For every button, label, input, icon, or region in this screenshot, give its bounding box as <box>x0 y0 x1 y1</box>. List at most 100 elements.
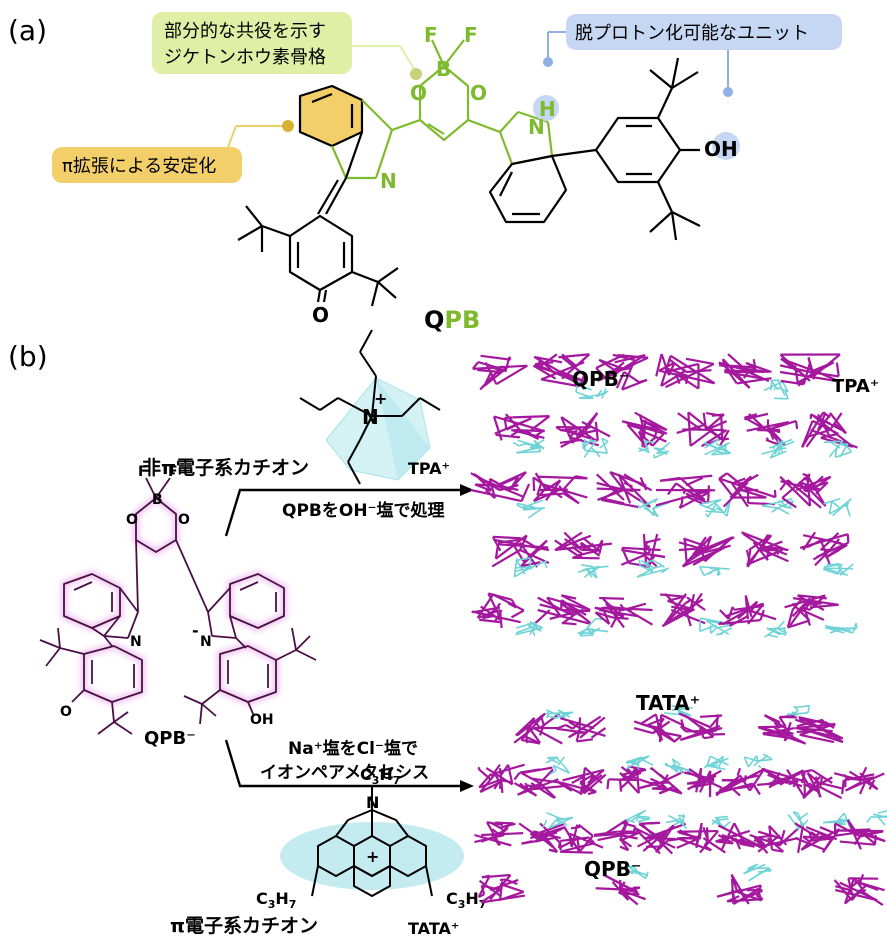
qpb-anion-structure: F F B O O N N - O OH QPB⁻ <box>39 464 317 749</box>
tpa-cation-stick <box>824 622 858 634</box>
anion-atom-N-right: N <box>200 634 212 650</box>
callout-conjugation-line1: 部分的な共役を示す <box>164 21 326 42</box>
atom-O-quinone: O <box>312 303 329 327</box>
qpb-anion-stick <box>595 353 649 391</box>
tpa-cation-stick <box>516 499 545 519</box>
qpb-anion-stick <box>833 766 885 795</box>
tata-cation-stick <box>664 704 694 718</box>
qpb-anion-stick <box>470 471 531 503</box>
tpa-cation-stick <box>824 440 852 459</box>
callout-conjugation-line2: ジケトンホウ素骨格 <box>164 47 326 68</box>
qpb-anion-stick <box>676 822 726 854</box>
qpb-anion-stick <box>596 471 653 509</box>
qpb-anion-stick <box>784 594 839 629</box>
qpb-anion-stick <box>800 531 850 567</box>
tata-cation-structure: + C3H7 C3H7 C3H7 N TATA⁺ <box>256 765 486 938</box>
qpb-anion-stick <box>513 766 564 799</box>
atom-N-right: N <box>528 115 545 139</box>
qpb-anion-stick <box>532 472 588 505</box>
crystal-packing-top <box>470 353 858 638</box>
qpb-anion-stick <box>676 411 730 448</box>
tata-cation-stick <box>743 753 773 769</box>
qpb-anion-stick <box>471 354 528 391</box>
panel-b-label: (b) <box>8 340 48 373</box>
tpa-cation-stick <box>512 439 545 454</box>
qpb-anion-stick <box>757 714 807 745</box>
qpb-anion-stick <box>492 413 551 441</box>
tata-substituent-right: C3H7 <box>446 889 486 911</box>
qpb-anion-stick <box>633 821 687 855</box>
qpb-anion-stick <box>513 712 563 745</box>
tata-substituent-top: C3H7 <box>360 765 400 787</box>
tpa-cation-stick <box>764 620 788 638</box>
qpb-anion-stick <box>555 412 611 448</box>
tata-cation-stick <box>664 758 693 775</box>
tpa-cation-structure: N + TPA⁺ <box>299 329 450 485</box>
qpb-anion-stick <box>715 767 766 797</box>
qpb-anion-stick <box>741 531 789 568</box>
qpb-atom-labels: F F B O O N H N OH O <box>312 23 738 327</box>
callout-deprotonation: 脱プロトン化可能なユニット <box>543 14 842 97</box>
bottom-reaction-arrow <box>224 739 474 792</box>
qpb-anion-stick <box>718 353 772 389</box>
tpa-cation-stick <box>823 562 854 576</box>
tata-cation-stick <box>786 704 811 716</box>
tata-cation-stick <box>742 863 772 882</box>
tata-cation-stick <box>703 755 729 771</box>
qpb-anion-stick <box>718 472 777 508</box>
crystal-packing-bottom <box>474 704 887 907</box>
qpb-anion-stick <box>633 713 685 743</box>
qpb-anion-stick <box>556 766 607 796</box>
crystal-bottom-cation-label: TATA⁺ <box>636 691 700 715</box>
bottom-reaction-line2: イオンペアメタセシス <box>260 763 429 783</box>
qpb-anion-stick <box>638 766 684 795</box>
tpa-cation-stick <box>761 438 795 459</box>
qpb-anion-stick <box>684 767 723 798</box>
compound-name-q: Q <box>424 306 444 334</box>
tata-label: TATA⁺ <box>408 919 459 938</box>
crystal-top-anion-label: QPB⁻ <box>572 367 629 391</box>
qpb-anion-stick <box>794 716 844 744</box>
callout-deprotonation-text: 脱プロトン化可能なユニット <box>575 23 809 44</box>
atom-B: B <box>436 57 451 81</box>
tpa-cation-stick <box>515 620 543 637</box>
atom-O2: O <box>470 81 487 105</box>
atom-O1: O <box>410 81 427 105</box>
tpa-cation-stick <box>575 380 609 400</box>
anion-atom-N-left: N <box>130 634 142 650</box>
qpb-anion-stick <box>477 873 526 904</box>
tpa-charge: + <box>374 389 387 408</box>
anion-atom-O1: O <box>126 512 138 528</box>
qpb-anion-stick <box>678 535 735 568</box>
anion-atom-F2: F <box>168 464 178 480</box>
callout-pi-extension: π拡張による安定化 <box>52 120 294 183</box>
atom-F1: F <box>424 23 438 47</box>
atom-N-left: N <box>380 169 397 193</box>
bottom-reaction-text: Na⁺塩をCl⁻塩で イオンペアメタセシス <box>260 738 429 783</box>
qpb-anion-stick <box>554 531 612 560</box>
bottom-cation-type: π電子系カチオン <box>170 915 318 937</box>
qpb-anion-stick <box>474 821 524 847</box>
tpa-cation-stick <box>763 379 789 400</box>
qpb-anion-stick <box>799 769 843 800</box>
qpb-anion-stick <box>833 819 886 850</box>
anion-atom-F1: F <box>138 464 148 480</box>
tata-substituent-left: C3H7 <box>256 889 296 911</box>
qpb-anion-stick <box>593 819 642 852</box>
qpb-anion-stick <box>471 592 525 629</box>
panel-a-label: (a) <box>8 14 47 47</box>
compound-name-pb: PB <box>444 306 480 334</box>
qpb-structure <box>237 39 740 307</box>
qpb-anion-stick <box>606 765 647 794</box>
tpa-cation-stick <box>638 440 671 459</box>
tpa-cation-stick <box>636 558 669 578</box>
qpb-anion-stick <box>595 873 646 906</box>
tpa-cation-stick <box>637 497 670 518</box>
qpb-anion-stick <box>535 594 592 626</box>
compound-name-qpb: QPB <box>424 306 480 334</box>
tpa-cation-stick <box>703 438 732 456</box>
tata-cation-stick <box>626 809 651 824</box>
top-reaction-arrow <box>224 484 474 537</box>
crystal-bottom-anion-label: QPB⁻ <box>584 857 641 881</box>
anion-atom-O-quinone: O <box>60 704 72 720</box>
